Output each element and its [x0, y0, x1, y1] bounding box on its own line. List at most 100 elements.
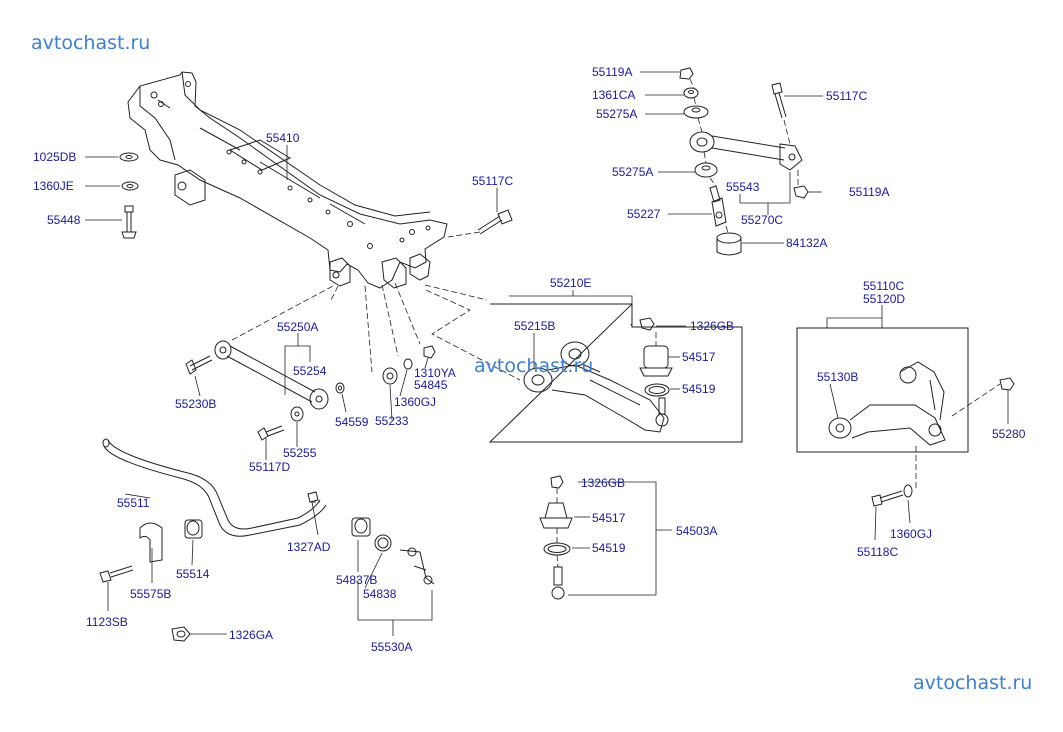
nut-1326GA — [171, 626, 191, 642]
label-54517-top: 54517 — [682, 350, 716, 364]
label-55280: 55280 — [992, 427, 1026, 441]
bumper-54517-top — [639, 345, 673, 377]
collar-54559 — [335, 382, 345, 394]
washer-55233 — [382, 367, 398, 385]
lateral-link-55543 — [689, 131, 803, 171]
label-55275A-top: 55275A — [596, 107, 637, 121]
label-55117D: 55117D — [249, 460, 290, 474]
label-55215B: 55215B — [514, 319, 555, 333]
label-1360GJ-right: 1360GJ — [890, 527, 932, 541]
label-1327AD: 1327AD — [287, 540, 331, 554]
upper-arm-55110C — [828, 361, 946, 446]
label-55210E: 55210E — [550, 276, 591, 290]
label-1326GA: 1326GA — [229, 628, 273, 642]
watermark-center: avtochast.ru — [474, 355, 594, 377]
label-1360GJ-mid: 1360GJ — [394, 395, 436, 409]
label-1361CA: 1361CA — [592, 88, 635, 102]
label-1360JE: 1360JE — [33, 179, 74, 193]
washer-1025DB — [119, 152, 139, 162]
washer-1360GJ — [403, 358, 413, 370]
label-1025DB: 1025DB — [33, 150, 76, 164]
label-55117C-right: 55117C — [826, 89, 867, 103]
watermark-bottom-right: avtochast.ru — [913, 672, 1033, 694]
watermark-top-left: avtochast.ru — [31, 32, 151, 54]
lower-arm-55210E — [523, 341, 665, 433]
label-54519-top: 54519 — [682, 382, 716, 396]
label-54503A: 54503A — [676, 524, 717, 538]
label-55511: 55511 — [117, 496, 150, 510]
ball-joint-bottom — [551, 566, 565, 600]
label-1123SB: 1123SB — [86, 615, 128, 629]
link-55250A — [214, 340, 329, 410]
label-55543: 55543 — [726, 180, 760, 194]
label-55110C: 55110C — [863, 279, 904, 293]
bolt-55230B — [185, 355, 213, 375]
label-54837B: 54837B — [336, 573, 377, 587]
label-1326GB-top: 1326GB — [690, 319, 734, 333]
label-1310YA: 1310YA — [414, 366, 456, 380]
label-55130B: 55130B — [817, 370, 858, 384]
label-55575B: 55575B — [130, 587, 171, 601]
label-55275A-mid: 55275A — [612, 165, 653, 179]
label-1326GB-bottom: 1326GB — [581, 476, 625, 490]
nut-1310YA — [423, 345, 436, 359]
ring-54838 — [374, 534, 392, 552]
bolt-55117C-upper — [771, 82, 787, 119]
label-55254: 55254 — [293, 364, 327, 378]
label-55119A-right: 55119A — [849, 185, 889, 199]
label-55530A: 55530A — [371, 640, 412, 654]
bracket-55575B — [139, 522, 163, 563]
washer-1361CA — [683, 87, 699, 99]
bumper-84132A — [716, 232, 742, 256]
bolt-55448 — [121, 205, 137, 239]
nut-55119A — [679, 67, 694, 80]
washer-1360GJ-right — [903, 484, 913, 498]
label-55230B: 55230B — [175, 397, 216, 411]
label-55448: 55448 — [47, 213, 81, 227]
washer-1360JE — [121, 181, 139, 191]
bumper-54517-bottom — [539, 502, 573, 529]
part-labels: 55410 1025DB 1360JE 55448 55117C 55119A … — [33, 65, 1026, 654]
nut-1326GB-top — [639, 317, 655, 331]
label-55250A: 55250A — [277, 320, 318, 334]
bolt-55227 — [709, 185, 727, 227]
label-55514: 55514 — [176, 567, 210, 581]
label-54845: 54845 — [414, 378, 448, 392]
stabilizer-bar-55511 — [102, 438, 327, 537]
bolt-1123SB — [99, 565, 134, 583]
leader-lines — [85, 71, 1009, 636]
nut-55280 — [999, 377, 1015, 391]
label-55270C: 55270C — [741, 213, 783, 227]
nut-55119A-right — [793, 185, 809, 199]
label-55227: 55227 — [627, 207, 661, 221]
label-84132A: 84132A — [786, 236, 827, 250]
ring-54519-top — [644, 383, 670, 397]
ring-54519-bottom — [543, 542, 571, 556]
bolt-55118C — [871, 490, 904, 507]
label-55233: 55233 — [375, 414, 409, 428]
bushing-55275A-top — [683, 105, 709, 119]
label-54559: 54559 — [335, 415, 369, 429]
bushing-54837B — [351, 517, 371, 537]
label-54838: 54838 — [363, 587, 397, 601]
upper-arm-box — [796, 327, 969, 453]
label-55118C: 55118C — [857, 545, 898, 559]
bushing-55275A-mid — [694, 162, 718, 178]
nut-1326GB-bottom — [550, 475, 564, 489]
nut-1327AD — [307, 491, 319, 503]
ball-joint-top — [655, 397, 669, 427]
label-55255: 55255 — [283, 446, 317, 460]
bushing-55514 — [184, 519, 203, 539]
lower-arm-box — [488, 302, 743, 443]
label-55120D: 55120D — [863, 292, 905, 306]
stabilizer-link — [399, 547, 435, 585]
crossmember-55410 — [127, 71, 448, 289]
bolt-55117C — [477, 209, 513, 235]
label-55117C-top: 55117C — [472, 174, 513, 188]
label-54517-bottom: 54517 — [592, 511, 626, 525]
washer-55255 — [290, 406, 304, 422]
label-55119A-top: 55119A — [592, 65, 632, 79]
label-55410: 55410 — [266, 131, 300, 145]
